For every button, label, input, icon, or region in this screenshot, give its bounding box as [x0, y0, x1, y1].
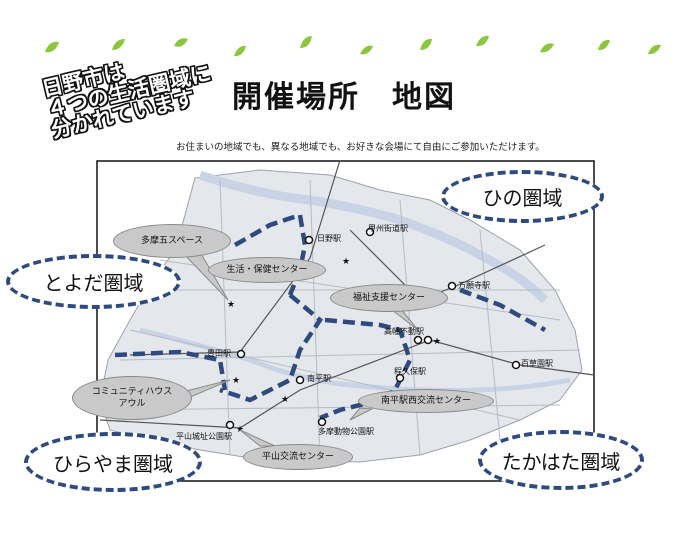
subtitle: お住まいの地域でも、異なる地域でも、お好きな会場にて自由にご参加いただけます。 — [176, 142, 545, 153]
station-label: 日野駅 — [317, 234, 341, 243]
svg-text:★: ★ — [342, 257, 350, 267]
station-label: 万願寺駅 — [458, 281, 490, 290]
venue-bubble-community: コミュニティハウス アウル — [72, 376, 192, 420]
station-label: 高幡不動駅 — [384, 327, 424, 336]
venue-bubble-hirayama: 平山交流センター — [243, 444, 353, 470]
venue-bubble-minamidaira: 南平駅西交流センター — [358, 389, 494, 413]
venue-bubble-tama5: 多摩五スペース — [113, 224, 231, 258]
station-label: 甲州街道駅 — [368, 224, 408, 233]
station-label: 南平駅 — [307, 374, 331, 383]
region-toyoda: とよだ圏域 — [6, 254, 181, 309]
svg-text:★: ★ — [232, 376, 240, 386]
page-title: 開催場所 地図 — [232, 80, 456, 115]
river — [198, 170, 549, 304]
station-label: 多摩動物公園駅 — [318, 427, 374, 436]
station-label: 豊田駅 — [207, 349, 231, 358]
region-takahata: たかはた圏域 — [478, 430, 644, 490]
region-hirayama: ひらやま圏域 — [24, 432, 202, 492]
region-hino: ひの圏域 — [441, 170, 604, 223]
station-label: 百草園駅 — [521, 359, 553, 368]
svg-text:★: ★ — [281, 395, 289, 405]
svg-text:★: ★ — [433, 337, 441, 347]
leaf-decoration — [45, 35, 661, 57]
venue-bubble-seikatsu: 生活・保健センター — [208, 257, 326, 283]
station-label: 程久保駅 — [394, 367, 426, 376]
svg-text:★: ★ — [227, 300, 235, 310]
station-label: 平山城址公園駅 — [176, 432, 232, 441]
venue-bubble-fukushi: 福祉支援センター — [330, 284, 448, 312]
station-markers — [225, 227, 521, 430]
